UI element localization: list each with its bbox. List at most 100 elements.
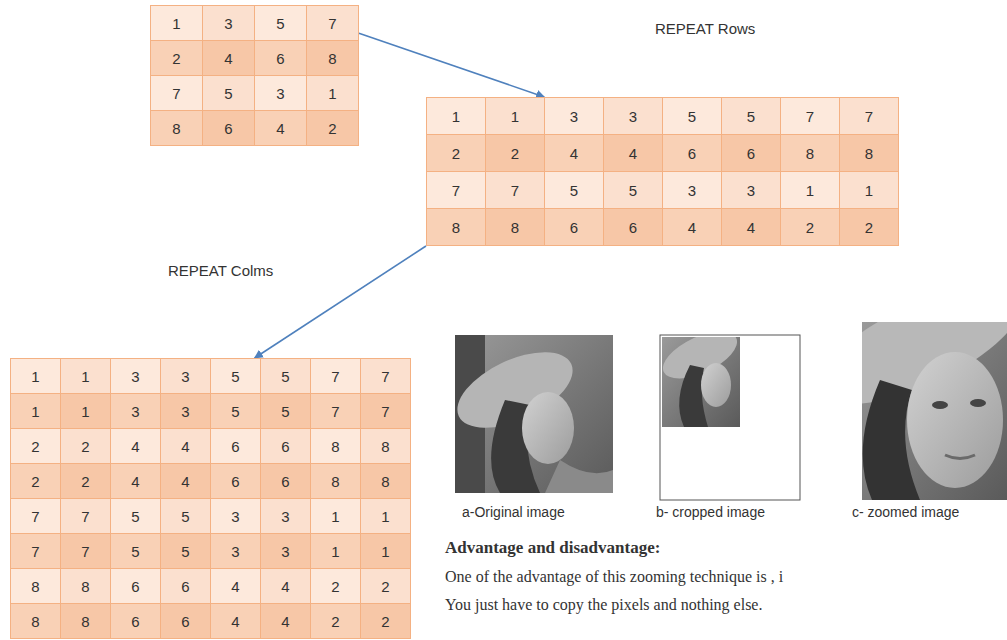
pixel-value: 4 xyxy=(211,569,261,604)
pixel-value: 3 xyxy=(261,534,311,569)
pixel-value: 6 xyxy=(111,604,161,639)
pixel-value: 5 xyxy=(663,98,722,135)
pixel-value: 1 xyxy=(11,394,61,429)
pixel-value: 7 xyxy=(311,394,361,429)
image-caption: c- zoomed image xyxy=(852,504,959,520)
pixel-value: 8 xyxy=(311,429,361,464)
pixel-value: 5 xyxy=(211,359,261,394)
pixel-value: 1 xyxy=(781,172,840,209)
pixel-value: 1 xyxy=(151,6,203,41)
pixel-value: 3 xyxy=(545,98,604,135)
pixel-value: 2 xyxy=(151,41,203,76)
pixel-value: 3 xyxy=(211,534,261,569)
pixel-value: 7 xyxy=(781,98,840,135)
pixel-value: 7 xyxy=(427,172,486,209)
eye xyxy=(970,399,986,407)
cropped-photo xyxy=(662,337,740,427)
pixel-value: 2 xyxy=(781,209,840,246)
pixel-value: 4 xyxy=(203,41,255,76)
pixel-value: 6 xyxy=(545,209,604,246)
pixel-value: 6 xyxy=(203,111,255,146)
pixel-value: 7 xyxy=(11,499,61,534)
pixel-value: 8 xyxy=(311,464,361,499)
pixel-value: 2 xyxy=(11,429,61,464)
pixel-value: 2 xyxy=(840,209,899,246)
pixel-value: 1 xyxy=(427,98,486,135)
pixel-value: 8 xyxy=(307,41,359,76)
pixel-value: 5 xyxy=(111,499,161,534)
pixel-value: 3 xyxy=(261,499,311,534)
pixel-value: 7 xyxy=(61,534,111,569)
pixel-value: 7 xyxy=(61,499,111,534)
pixel-value: 4 xyxy=(211,604,261,639)
pixel-value: 6 xyxy=(255,41,307,76)
pixel-value: 5 xyxy=(261,394,311,429)
pixel-value: 8 xyxy=(486,209,545,246)
pixel-value: 4 xyxy=(545,135,604,172)
pixel-value: 5 xyxy=(722,98,781,135)
pixel-grid: 1133557711335577224466882244668877553311… xyxy=(10,358,411,639)
pixel-value: 2 xyxy=(486,135,545,172)
pixel-value: 3 xyxy=(722,172,781,209)
pixel-value: 5 xyxy=(161,499,211,534)
pixel-value: 3 xyxy=(203,6,255,41)
pixel-value: 1 xyxy=(311,499,361,534)
pixel-value: 2 xyxy=(311,569,361,604)
flow-arrow xyxy=(255,246,426,358)
pixel-value: 2 xyxy=(307,111,359,146)
pixel-value: 7 xyxy=(11,534,61,569)
pixel-value: 5 xyxy=(211,394,261,429)
pixel-value: 6 xyxy=(161,569,211,604)
pixel-value: 1 xyxy=(307,76,359,111)
pixel-value: 8 xyxy=(840,135,899,172)
pixel-value: 8 xyxy=(427,209,486,246)
pixel-value: 8 xyxy=(361,429,411,464)
pixel-value: 6 xyxy=(604,209,663,246)
pixel-value: 4 xyxy=(604,135,663,172)
pixel-value: 4 xyxy=(111,429,161,464)
pixel-value: 5 xyxy=(255,6,307,41)
step-label: REPEAT Rows xyxy=(655,20,755,37)
pixel-value: 5 xyxy=(545,172,604,209)
pixel-value: 3 xyxy=(111,359,161,394)
eye xyxy=(932,401,948,409)
pixel-value: 7 xyxy=(311,359,361,394)
pixel-value: 4 xyxy=(161,464,211,499)
pixel-value: 2 xyxy=(311,604,361,639)
pixel-value: 3 xyxy=(255,76,307,111)
pixel-value: 2 xyxy=(361,569,411,604)
pixel-value: 5 xyxy=(261,359,311,394)
image-caption: a-Original image xyxy=(462,504,565,520)
pixel-value: 4 xyxy=(261,604,311,639)
pixel-value: 8 xyxy=(361,464,411,499)
pixel-value: 8 xyxy=(61,604,111,639)
face xyxy=(522,392,574,464)
pixel-value: 6 xyxy=(211,464,261,499)
pixel-value: 3 xyxy=(604,98,663,135)
pixel-value: 3 xyxy=(161,359,211,394)
pixel-value: 1 xyxy=(11,359,61,394)
pixel-value: 7 xyxy=(151,76,203,111)
pixel-value: 4 xyxy=(261,569,311,604)
pixel-value: 8 xyxy=(781,135,840,172)
pixel-value: 5 xyxy=(604,172,663,209)
pixel-value: 2 xyxy=(61,429,111,464)
pixel-value: 6 xyxy=(261,429,311,464)
pixel-grid: 1357246875318642 xyxy=(150,5,359,146)
pixel-value: 7 xyxy=(486,172,545,209)
pixel-value: 1 xyxy=(61,394,111,429)
section-heading: Advantage and disadvantage: xyxy=(445,538,660,558)
image-caption: b- cropped image xyxy=(656,504,765,520)
mouth xyxy=(945,455,975,459)
pixel-value: 6 xyxy=(161,604,211,639)
pixel-value: 6 xyxy=(722,135,781,172)
step-label: REPEAT Colms xyxy=(168,262,273,279)
pixel-value: 7 xyxy=(361,359,411,394)
flow-arrow xyxy=(359,33,544,97)
pixel-value: 8 xyxy=(61,569,111,604)
pixel-value: 8 xyxy=(151,111,203,146)
pixel-value: 1 xyxy=(61,359,111,394)
pixel-value: 5 xyxy=(161,534,211,569)
pixel-value: 8 xyxy=(11,569,61,604)
